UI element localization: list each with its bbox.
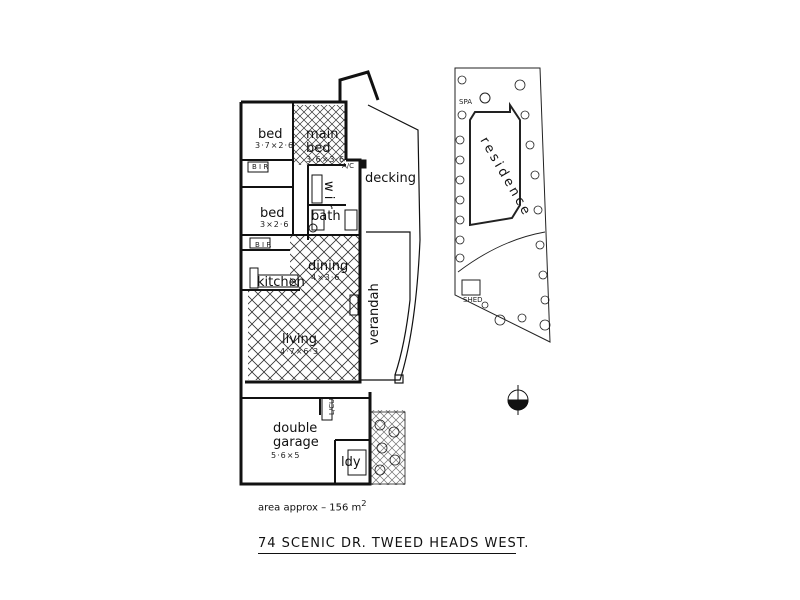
residence-footprint — [469, 101, 521, 227]
garage-label-1: double — [273, 421, 317, 436]
living-label: living — [282, 332, 317, 347]
garden-shrubs — [455, 75, 551, 331]
main-bed-label-2: bed — [306, 141, 331, 156]
bed2-label: bed — [260, 206, 285, 221]
spa-outline — [479, 92, 491, 104]
decking-outline — [360, 104, 421, 384]
fixtures — [247, 159, 367, 476]
living-dims: 4·7×6·3 — [280, 347, 319, 356]
ldry-cupboard-label: L/CU — [328, 399, 336, 415]
site-plan — [454, 67, 551, 343]
shed-label: SHED — [463, 296, 483, 304]
decking-label: decking — [365, 171, 416, 186]
garage-dims: 5·6×5 — [271, 451, 301, 460]
bir1-label: B I R — [252, 163, 268, 171]
shed-outline — [461, 279, 481, 296]
dining-dims: 4×3·6 — [311, 273, 341, 282]
bed2-dims: 3×2·6 — [260, 220, 290, 229]
interior-walls — [241, 102, 370, 484]
garden-planter — [369, 411, 406, 485]
wir-label: w i r — [321, 181, 336, 210]
area-note: area approx – 156 m2 — [258, 498, 367, 514]
kitchen-label: kitchen — [257, 275, 305, 290]
spa-label: SPA — [459, 98, 472, 106]
garage-label-2: garage — [273, 435, 319, 450]
property-address: 74 SCENIC DR. TWEED HEADS WEST. — [258, 536, 528, 554]
main-bed-dims: 3·6×3·6 — [306, 155, 345, 164]
bath-label: bath — [311, 209, 341, 224]
ac-label: A/C — [342, 162, 354, 170]
verandah-label: verandah — [367, 283, 382, 345]
site-boundary — [454, 67, 551, 343]
tiled-floor-areas — [248, 105, 405, 485]
bed1-dims: 3·7×2·6 — [255, 141, 294, 150]
residence-label: residence — [477, 135, 535, 221]
north-arrow-icon — [507, 385, 529, 415]
bed1-label: bed — [258, 127, 283, 142]
ldy-label: ldy — [341, 455, 361, 470]
bir2-label: B I R — [255, 241, 271, 249]
room-labels: bed 3·7×2·6 B I R main bed 3·6×3·6 A/C w… — [252, 127, 416, 470]
dining-label: dining — [308, 259, 348, 274]
main-bed-label-1: main — [306, 127, 338, 142]
